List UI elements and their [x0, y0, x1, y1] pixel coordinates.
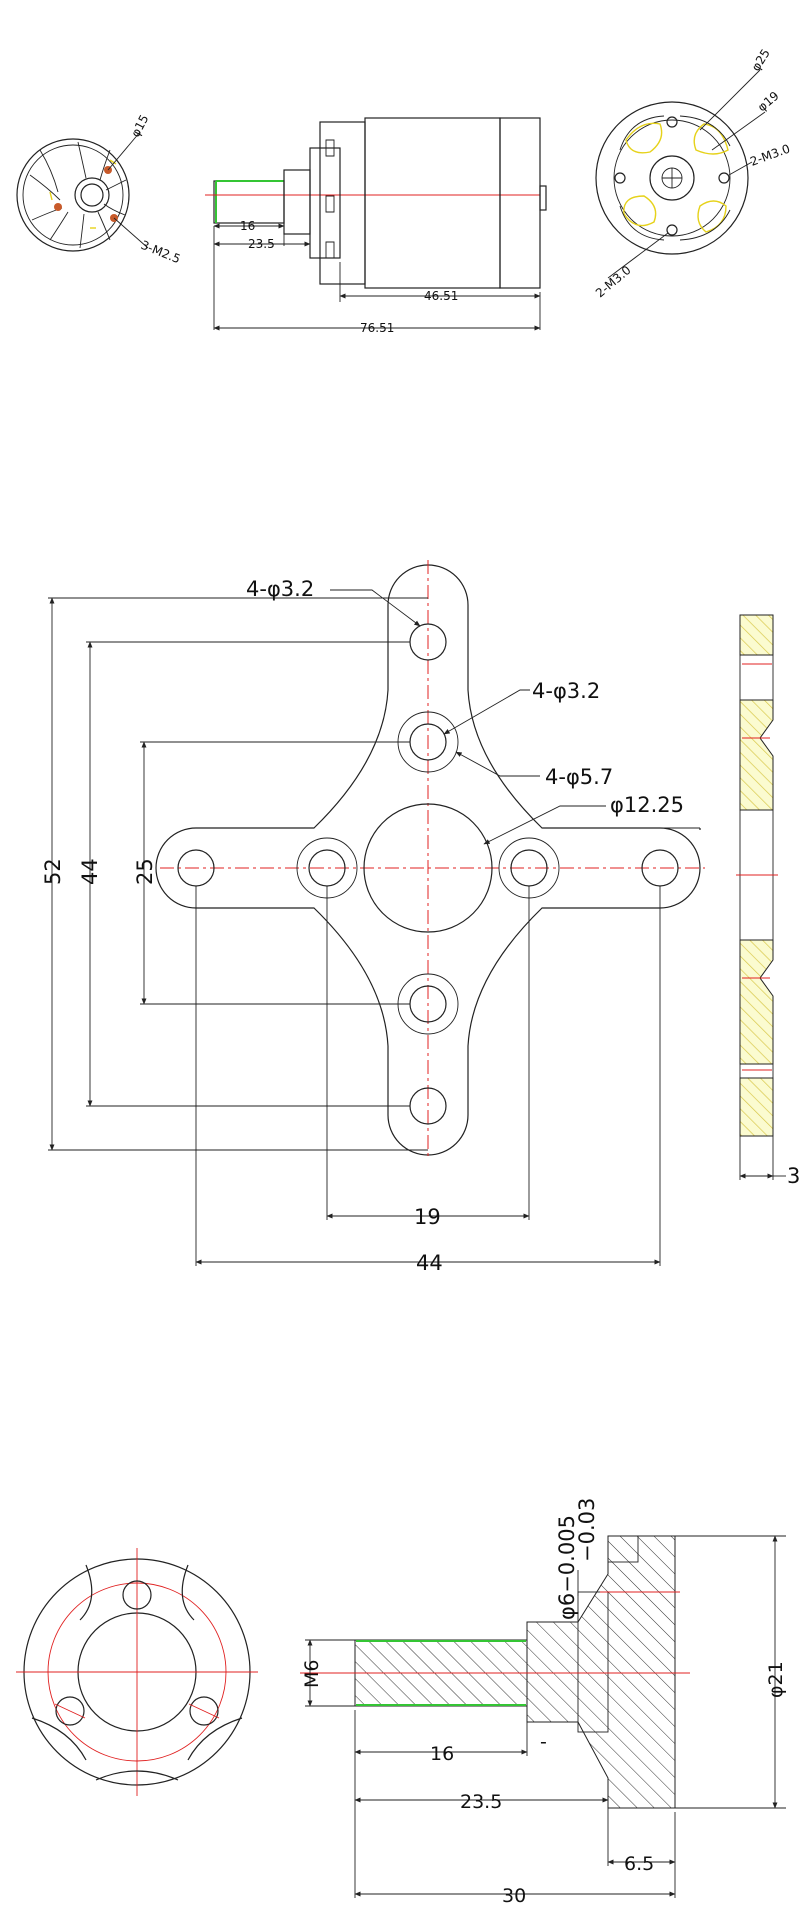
- motor-rear-view: φ25 φ19 2-M3.0 2-M3.0: [593, 47, 792, 301]
- adapter-len-16: 16: [430, 1743, 454, 1765]
- center-dia-label: φ12.25: [610, 793, 684, 817]
- hole-label-b: 4-φ3.2: [532, 679, 600, 703]
- shaft-tol-a: φ6−0.005: [555, 1515, 579, 1620]
- dim-thickness: 3: [787, 1164, 800, 1188]
- motor-side-view: 16 23.5 46.51 76.51: [205, 117, 547, 335]
- motor-len-23-5: 23.5: [248, 237, 275, 251]
- rear-dia-19: φ19: [755, 89, 782, 115]
- adapter-section-view: M6 φ6−0.005 −0.03 φ21 16 - 23.5 6.5 30: [300, 1498, 787, 1907]
- thread-label: M6: [301, 1660, 323, 1688]
- adapter-len-23-5: 23.5: [460, 1791, 502, 1813]
- hole-label-a: 4-φ3.2: [246, 577, 314, 601]
- x-mount-side-section: 3: [736, 614, 800, 1188]
- x-mount-dimensions: 52 44 25 19 44 4-φ3.2 4-φ3.2 4-φ5.7 φ12.…: [41, 577, 684, 1275]
- adapter-len-6-5: 6.5: [624, 1853, 654, 1875]
- rear-screw-b: 2-M3.0: [593, 263, 634, 300]
- motor-len-16: 16: [240, 219, 255, 233]
- motor-front-view: φ15 3-M2.5: [16, 112, 183, 266]
- x-mount-plate: [155, 560, 705, 1160]
- dim-19: 19: [414, 1205, 441, 1229]
- dim-44-v: 44: [78, 858, 102, 885]
- front-screw-label: 3-M2.5: [139, 238, 183, 266]
- rear-dia-25: φ25: [749, 47, 773, 74]
- hole-label-c: 4-φ5.7: [545, 765, 613, 789]
- dim-25: 25: [133, 858, 157, 885]
- dim-44-h: 44: [416, 1251, 443, 1275]
- rear-screw-a: 2-M3.0: [748, 142, 792, 169]
- motor-body-len: 46.51: [424, 289, 458, 303]
- front-dia-label: φ15: [128, 112, 151, 139]
- shaft-tol-b: −0.03: [575, 1498, 599, 1562]
- dia-21-label: φ21: [765, 1661, 787, 1698]
- motor-total-len: 76.51: [360, 321, 394, 335]
- adapter-len-30: 30: [502, 1885, 526, 1907]
- adapter-front-view: [16, 1548, 258, 1796]
- adapter-mark: -: [540, 1731, 547, 1753]
- dim-52: 52: [41, 858, 65, 885]
